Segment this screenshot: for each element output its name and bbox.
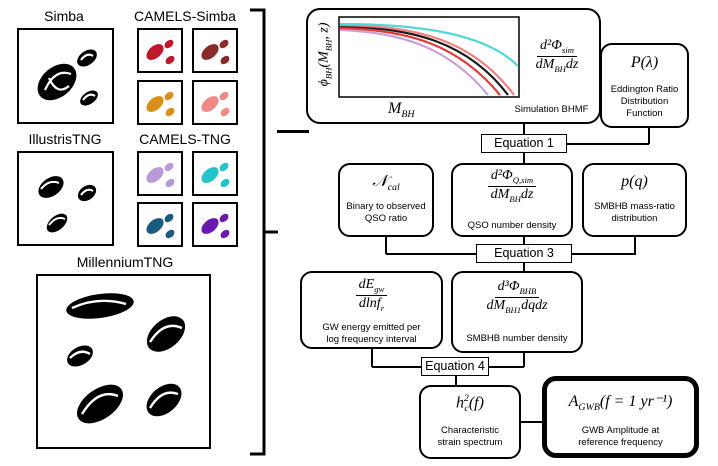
bhmf-curve-5 — [339, 22, 519, 67]
simulation-bhmf-box: ϕBH(MBH, z) MBH d²Φsim dMBHdz Simulation… — [306, 8, 601, 124]
agwb-caption-2: reference frequency — [578, 437, 663, 448]
ncal-caption-1: Binary to observed — [346, 201, 426, 212]
sim-label-camels-tng: CAMELS-TNG — [139, 131, 231, 147]
ncal-box: 𝒩cal Binary to observed QSO ratio — [338, 163, 434, 237]
galaxy-icon — [66, 293, 186, 424]
p-lambda-caption-1: Eddington Ratio — [610, 84, 679, 95]
gw-energy-box: dEgw dlnfr GW energy emitted per log fre… — [300, 271, 443, 349]
camels-simba-thumb-2 — [192, 28, 238, 73]
qso-number-density-box: d²ΦQ,sim dMBHdz QSO number density — [451, 163, 573, 237]
bhmf-caption: Simulation BHMF — [514, 104, 589, 115]
pq-caption-2: distribution — [611, 213, 658, 224]
ncal-math: 𝒩cal — [372, 173, 400, 194]
galaxy-icon — [38, 176, 97, 233]
agwb-caption-1: GWB Amplitude at — [581, 425, 660, 436]
bhmf-curve-3 — [339, 24, 509, 96]
agwb-math: AGWB(f = 1 yr⁻¹) — [568, 393, 673, 414]
smbhb-number-density-box: d³ΦBHB dMBH1dqdz SMBHB number density — [451, 271, 583, 353]
pq-caption-1: SMBHB mass-ratio — [594, 201, 675, 212]
strain-caption-2: strain spectrum — [437, 437, 503, 448]
gw-energy-caption-1: GW energy emitted per — [322, 322, 421, 333]
bhmf-curve-4 — [339, 23, 515, 96]
sim-label-camels-simba: CAMELS-Simba — [134, 8, 236, 24]
gwb-amplitude-box: AGWB(f = 1 yr⁻¹) GWB Amplitude at refere… — [542, 376, 699, 458]
gw-energy-caption-2: log frequency interval — [326, 334, 417, 345]
gw-energy-fraction: dEgw dlnfr — [302, 277, 441, 313]
smbhb-fraction: d³ΦBHB dMBH1dqdz — [486, 279, 548, 315]
sim-label-millenniumtng: MillenniumTNG — [76, 254, 174, 270]
millenniumtng-thumbnail — [36, 274, 211, 449]
bhmf-curve-2 — [339, 26, 501, 96]
p-lambda-caption-3: Function — [626, 108, 663, 119]
bhmf-curve-1 — [339, 28, 489, 96]
equation-4-box: Equation 4 — [421, 357, 489, 376]
bhmf-y-axis-label: ϕBH(MBH, z) — [316, 22, 334, 87]
mass-ratio-box: p(q) SMBHB mass-ratio distribution — [582, 163, 687, 237]
eddington-ratio-box: P(λ) Eddington Ratio Distribution Functi… — [600, 43, 689, 128]
bhmf-x-axis-label: MBH — [388, 100, 415, 121]
sim-label-illustristng: IllustrisTNG — [28, 131, 102, 147]
sim-label-simba: Simba — [44, 8, 84, 24]
bhmf-plot — [338, 16, 520, 98]
camels-simba-thumb-1 — [137, 28, 183, 73]
camels-simba-thumb-3 — [137, 80, 183, 125]
p-lambda-math: P(λ) — [630, 54, 659, 71]
bracket-connector — [277, 130, 309, 133]
equation-3-box: Equation 3 — [476, 244, 572, 263]
camels-simba-thumb-4 — [192, 80, 238, 125]
simba-thumbnail — [17, 28, 114, 124]
camels-tng-thumb-3 — [137, 202, 183, 247]
strain-caption-1: Characteristic — [440, 425, 500, 436]
p-lambda-caption-2: Distribution — [620, 96, 669, 107]
smbhb-caption: SMBHB number density — [466, 333, 568, 344]
bracket — [250, 8, 278, 456]
qso-fraction: d²ΦQ,sim dMBHdz — [453, 168, 571, 204]
illustristng-thumbnail — [17, 151, 114, 246]
qso-caption: QSO number density — [467, 220, 557, 231]
ncal-caption-2: QSO ratio — [364, 213, 408, 224]
camels-tng-thumb-1 — [137, 151, 183, 196]
equation-1-box: Equation 1 — [481, 134, 567, 153]
camels-tng-thumb-2 — [192, 151, 238, 196]
pq-math: p(q) — [621, 173, 648, 190]
bhmf-fraction: d²Φsim dMBHdz — [535, 38, 579, 74]
galaxy-icon — [37, 49, 98, 106]
camels-tng-thumb-4 — [192, 202, 238, 247]
